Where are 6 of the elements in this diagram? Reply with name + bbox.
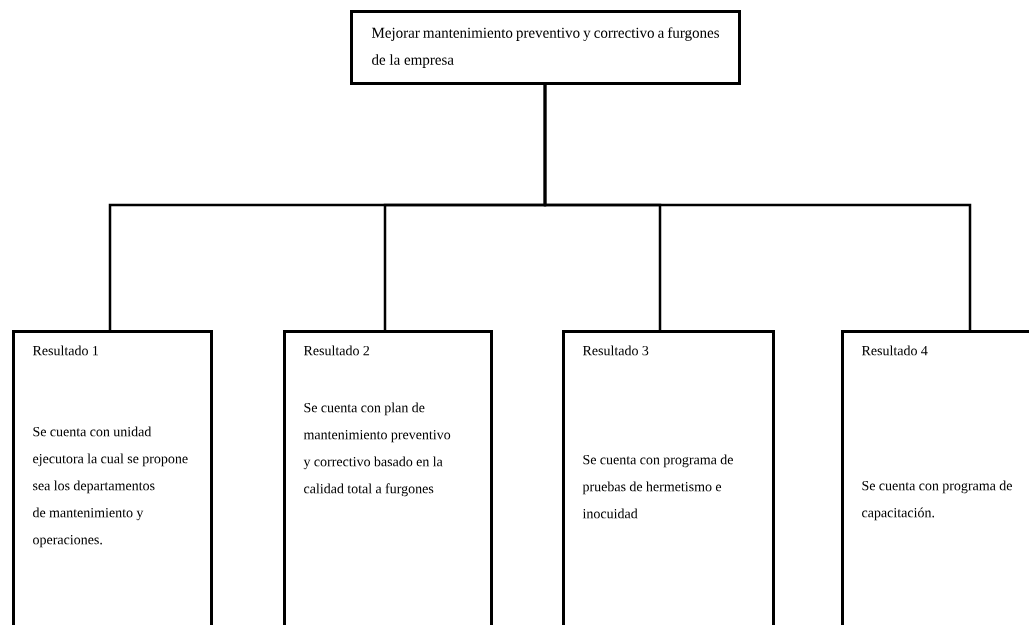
result-box: Resultado 3 Se cuenta con programa de pruebas de hermetismo e inocuidad xyxy=(562,330,775,625)
result-box: Resultado 1 Se cuenta con unidad ejecutora la cual se propone sea los departamentos de mantenimiento y operaciones. xyxy=(12,330,213,625)
goal-box: Mejorar mantenimiento preventivo y correctivo a furgones de la empresa xyxy=(350,10,741,85)
result-box: Resultado 4 Se cuenta con programa de capacitación. xyxy=(841,330,1029,625)
connector-line xyxy=(543,85,972,330)
result-box: Resultado 2 Se cuenta con plan de mantenimiento preventivo y correctivo basado en la calidad total a furgones xyxy=(283,330,493,625)
